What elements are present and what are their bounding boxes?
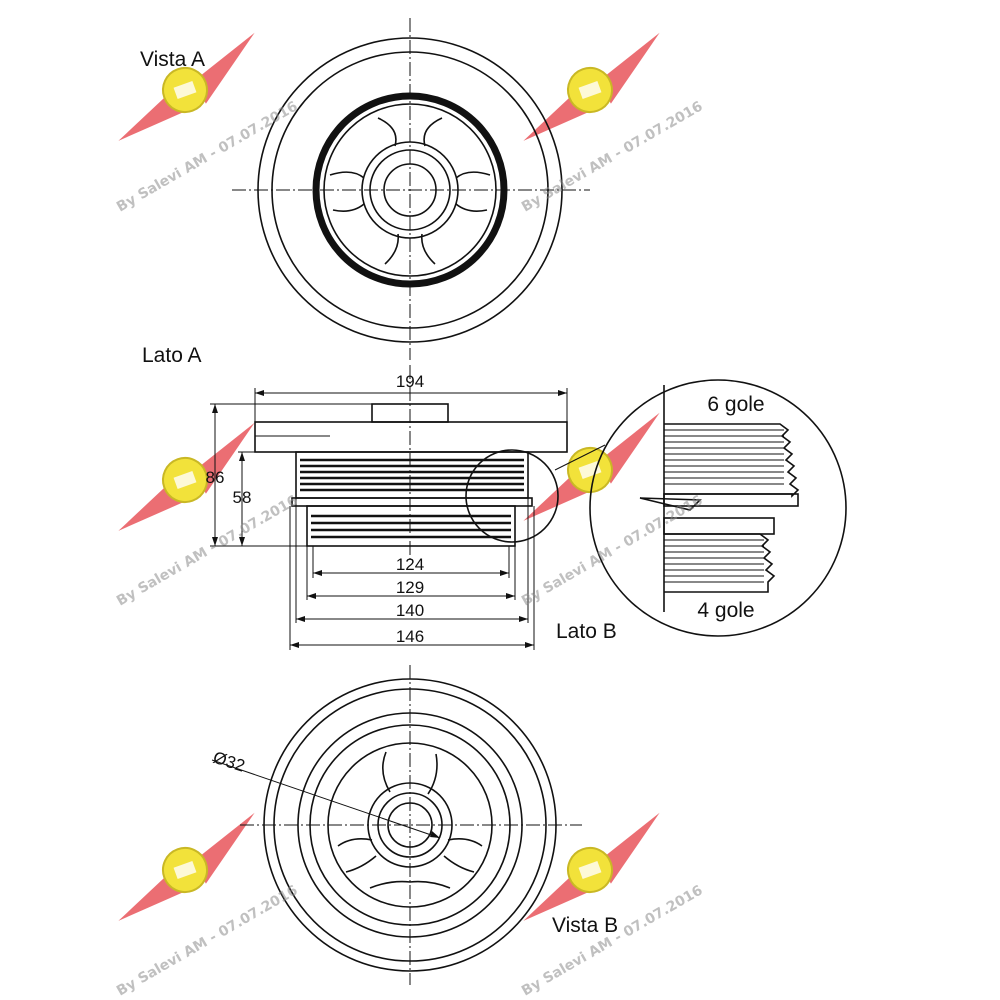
- view-a-label: Vista A: [140, 48, 205, 71]
- upper-grooves: [300, 458, 524, 492]
- grooves-bottom-label: 4 gole: [697, 599, 754, 622]
- dim-height-58: 58: [233, 488, 252, 507]
- dim-129: 129: [396, 578, 424, 597]
- view-b: [211, 665, 582, 985]
- groove-detail: [589, 379, 847, 637]
- detail-lower-grooves: [664, 539, 764, 583]
- watermark-text: By Salevi AM - 07.07.2016: [519, 99, 706, 216]
- view-b-label: Vista B: [552, 914, 618, 937]
- dim-height-86: 86: [206, 468, 225, 487]
- dim-124: 124: [396, 555, 424, 574]
- side-view: [210, 365, 606, 650]
- detail-upper-grooves: [664, 429, 784, 485]
- side-b-label: Lato B: [556, 620, 617, 643]
- dim-146: 146: [396, 627, 424, 646]
- watermark-layer: [118, 32, 660, 921]
- watermark-emblem: [118, 32, 255, 141]
- dim-bore: Ø32: [211, 748, 247, 776]
- grooves-top-label: 6 gole: [707, 393, 764, 416]
- watermark-emblem: [118, 812, 255, 921]
- side-a-label: Lato A: [142, 344, 202, 367]
- watermark-emblem: [118, 422, 255, 531]
- watermark-emblem: [523, 412, 660, 521]
- lower-grooves: [311, 514, 511, 539]
- watermark-emblem: [523, 812, 660, 921]
- watermark-emblem: [523, 32, 660, 141]
- view-a: [232, 18, 590, 360]
- dim-overall-diameter: 194: [396, 372, 424, 391]
- dim-140: 140: [396, 601, 424, 620]
